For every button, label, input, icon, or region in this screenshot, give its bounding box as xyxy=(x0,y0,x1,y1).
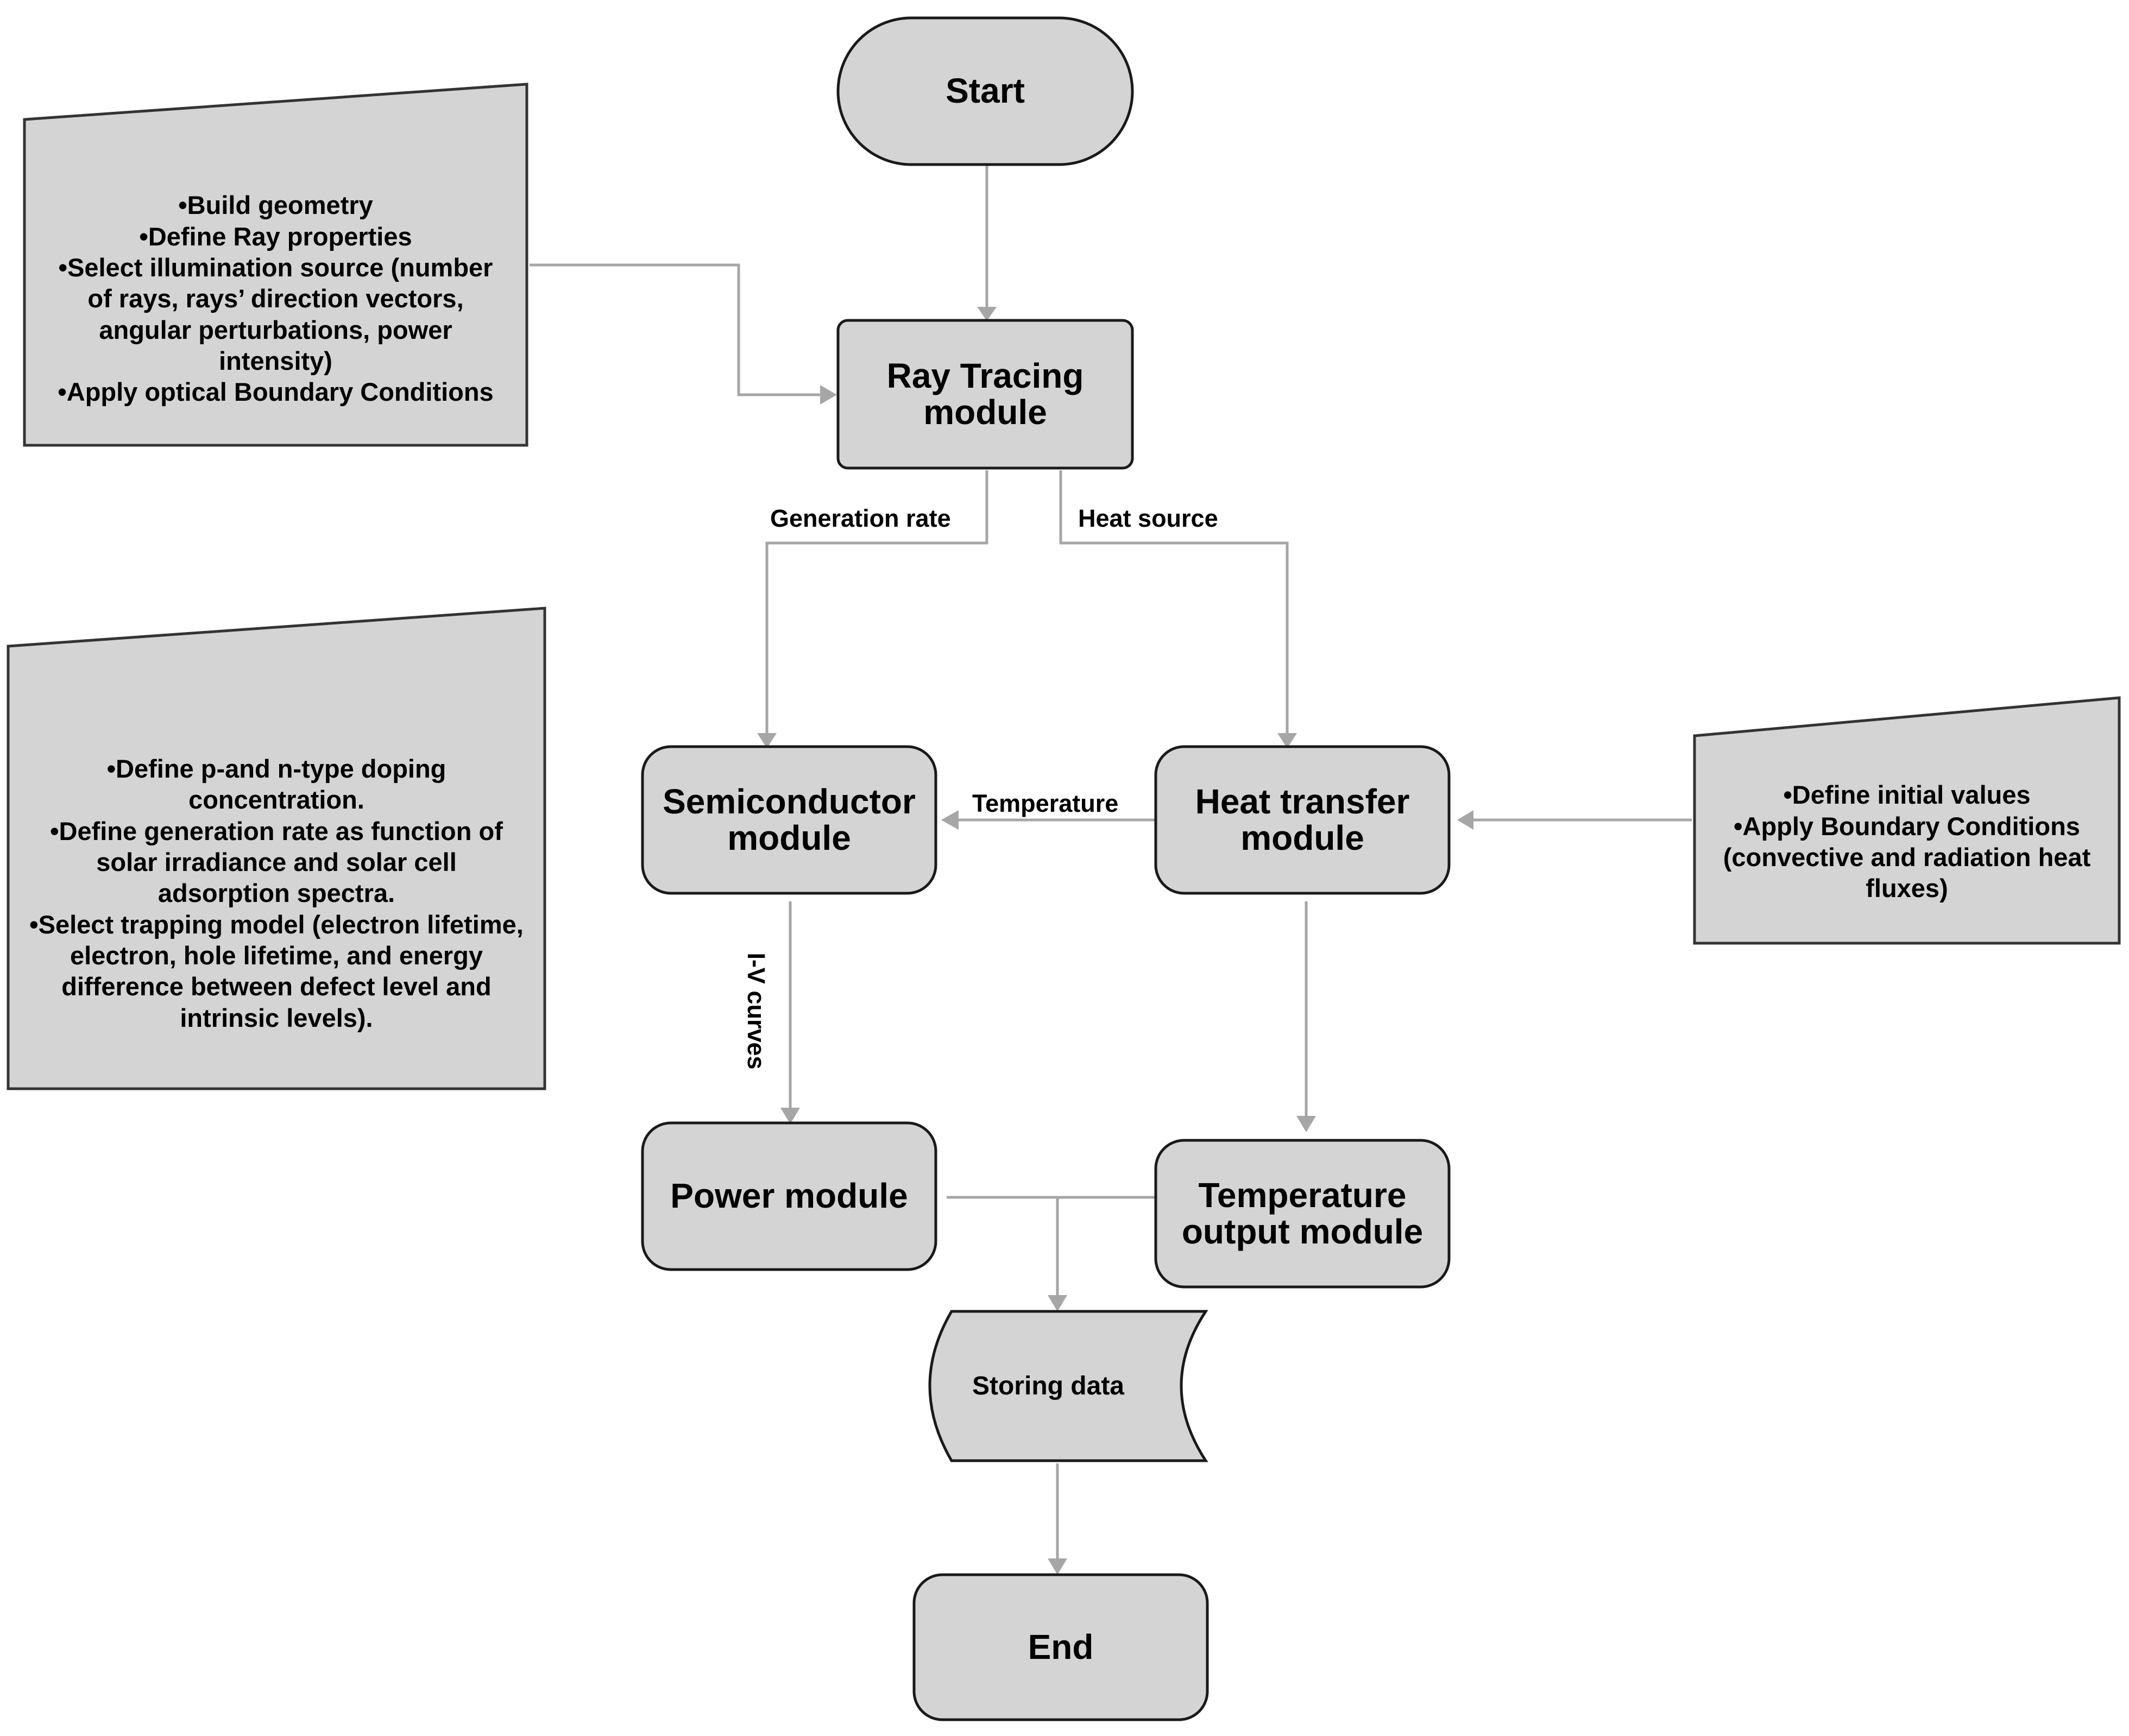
storing-data-label: Storing data xyxy=(972,1372,1124,1400)
connectors xyxy=(530,165,1692,1575)
end-terminal-shape xyxy=(912,1573,1209,1721)
arrowhead-ray-tracing-top xyxy=(977,307,997,321)
temperature-output-box xyxy=(1154,1139,1451,1289)
arrowhead-storing-top xyxy=(1048,1295,1067,1311)
temperature-output-label: Temperature output module xyxy=(1181,1175,1423,1251)
connector-outputs-to-storing xyxy=(947,1196,1157,1295)
ray-setup-note-shape xyxy=(23,83,528,447)
arrowhead-ray-tracing-left xyxy=(820,385,837,405)
storing-data-shape xyxy=(928,1310,1208,1462)
arrowhead-temperature-output-top xyxy=(1296,1116,1316,1132)
end-label: End xyxy=(1028,1627,1094,1666)
heat-setup-note-text: •Define initial values •Apply Boundary C… xyxy=(1723,780,2091,903)
start-terminal-shape xyxy=(836,16,1134,166)
start-label: Start xyxy=(946,71,1025,111)
arrowhead-semiconductor-right xyxy=(941,810,959,830)
arrowhead-end-top xyxy=(1048,1558,1067,1575)
connector-heat-source xyxy=(1059,470,1289,733)
semiconductor-setup-note-text: •Define p-and n-type doping concentratio… xyxy=(29,754,524,1032)
connector-ray-note-to-ray-tracing xyxy=(530,263,820,396)
connector-generation-rate xyxy=(765,470,988,733)
arrowhead-heat-transfer-top xyxy=(1277,733,1297,748)
semiconductor-setup-note-shape xyxy=(7,607,546,1090)
semiconductor-box xyxy=(641,745,937,895)
semiconductor-label: Semiconductor module xyxy=(663,781,916,857)
iv-curves-label: I-V curves xyxy=(742,952,770,1070)
arrowhead-heat-transfer-right xyxy=(1457,810,1473,830)
heat-transfer-label: Heat transfer module xyxy=(1195,781,1410,857)
generation-rate-label: Generation rate xyxy=(770,504,951,532)
ray-tracing-label: Ray Tracing module xyxy=(886,356,1084,432)
power-box xyxy=(641,1121,937,1271)
heat-source-label: Heat source xyxy=(1078,504,1218,532)
heat-setup-note-shape xyxy=(1693,696,2121,945)
heat-transfer-box xyxy=(1154,745,1451,895)
arrowhead-semiconductor-top xyxy=(757,733,777,748)
temperature-label: Temperature xyxy=(972,790,1119,817)
ray-setup-note-text: •Build geometry •Define Ray properties •… xyxy=(58,191,494,407)
ray-tracing-box xyxy=(836,319,1134,470)
power-label: Power module xyxy=(670,1176,908,1216)
arrowhead-power-top xyxy=(780,1108,800,1124)
